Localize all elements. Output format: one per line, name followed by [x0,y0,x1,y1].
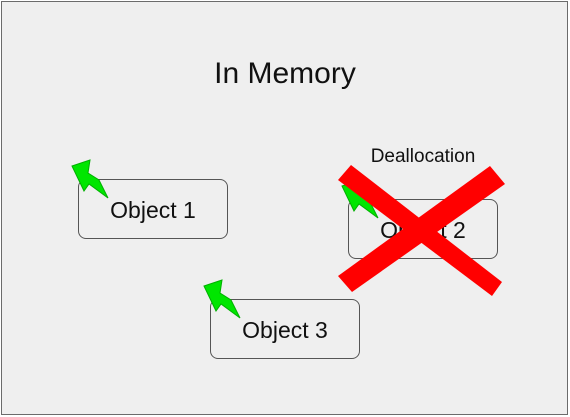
object-label-1: Object 1 [110,196,196,223]
object-label-3: Object 3 [242,316,328,343]
diagram-title: In Memory [214,57,356,90]
object-node-2: Object 2 [348,199,498,259]
deallocation-label: Deallocation [370,146,476,167]
object-label-2: Object 2 [380,216,466,243]
object-node-3: Object 3 [210,299,360,359]
object-node-1: Object 1 [78,179,228,239]
